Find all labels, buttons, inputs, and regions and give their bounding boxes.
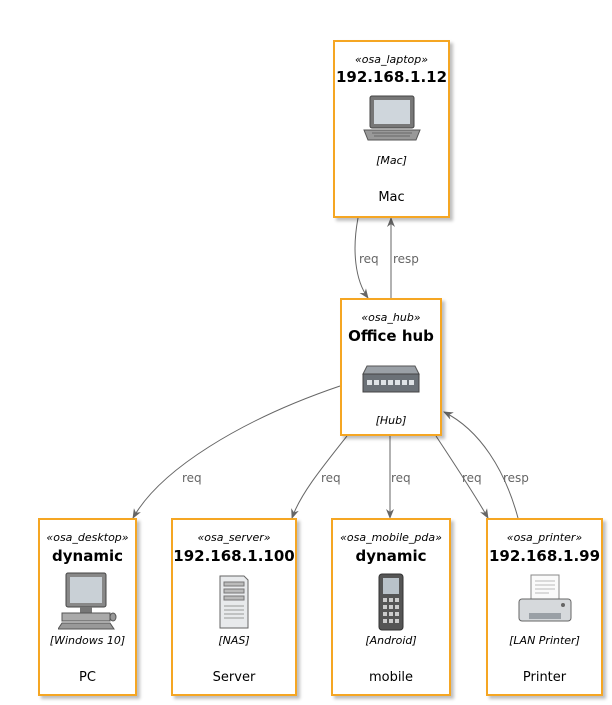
node-stereotype: «osa_server»	[197, 531, 271, 544]
node-label: Server	[212, 670, 256, 685]
server-icon	[219, 575, 249, 629]
edge-label-laptop-hub-req: req	[359, 252, 379, 266]
node-label: Mac	[378, 190, 405, 205]
node-label: Printer	[522, 670, 567, 685]
printer-icon	[518, 574, 571, 622]
edge-hub-desktop-req	[132, 385, 341, 519]
node-title: dynamic	[355, 547, 427, 565]
node-technology: [Windows 10]	[49, 634, 126, 647]
node-laptop[interactable]: «osa_laptop» 192.168.1.12 [Mac] Mac	[333, 40, 450, 218]
node-technology: [Hub]	[375, 414, 407, 427]
edge-laptop-hub-req	[354, 217, 369, 299]
edge-label-hub-mobile-req: req	[391, 471, 411, 485]
node-hub[interactable]: «osa_hub» Office hub [Hub]	[340, 298, 442, 436]
edge-printer-hub-resp	[443, 411, 519, 519]
node-stereotype: «osa_printer»	[506, 531, 583, 544]
node-server[interactable]: «osa_server» 192.168.1.100 [NAS] Server	[171, 518, 297, 696]
desktop-icon	[57, 572, 116, 630]
node-stereotype: «osa_desktop»	[46, 531, 129, 544]
node-technology: [LAN Printer]	[509, 634, 580, 647]
node-mobile[interactable]: «osa_mobile_pda» dynamic [Android] mobil…	[331, 518, 451, 696]
node-stereotype: «osa_laptop»	[354, 53, 429, 66]
mobile-pda-icon	[378, 573, 404, 631]
node-desktop[interactable]: «osa_desktop» dynamic [Windows 10] PC	[38, 518, 137, 696]
node-technology: [Android]	[365, 634, 417, 647]
edge-hub-printer-req	[435, 435, 489, 519]
edge-hub-server-req	[291, 435, 348, 519]
node-title: dynamic	[52, 547, 123, 565]
edge-label-hub-laptop-resp: resp	[393, 252, 419, 266]
node-label: mobile	[368, 670, 414, 685]
node-stereotype: «osa_mobile_pda»	[340, 531, 442, 544]
node-technology: [NAS]	[218, 634, 250, 647]
hub-icon	[362, 365, 420, 393]
node-label: PC	[79, 670, 96, 685]
laptop-icon	[362, 95, 421, 141]
edge-label-printer-hub-resp: resp	[503, 471, 529, 485]
edge-label-hub-printer-req: req	[462, 471, 482, 485]
node-printer[interactable]: «osa_printer» 192.168.1.99 [LAN Printer]…	[486, 518, 603, 696]
node-title: 192.168.1.12	[335, 68, 448, 86]
edge-label-hub-desktop-req: req	[182, 471, 202, 485]
edge-label-hub-server-req: req	[321, 471, 341, 485]
node-technology: [Mac]	[376, 154, 407, 167]
node-title: 192.168.1.100	[173, 547, 295, 565]
node-stereotype: «osa_hub»	[361, 311, 421, 324]
node-title: 192.168.1.99	[488, 547, 601, 565]
node-title: Office hub	[348, 327, 434, 345]
